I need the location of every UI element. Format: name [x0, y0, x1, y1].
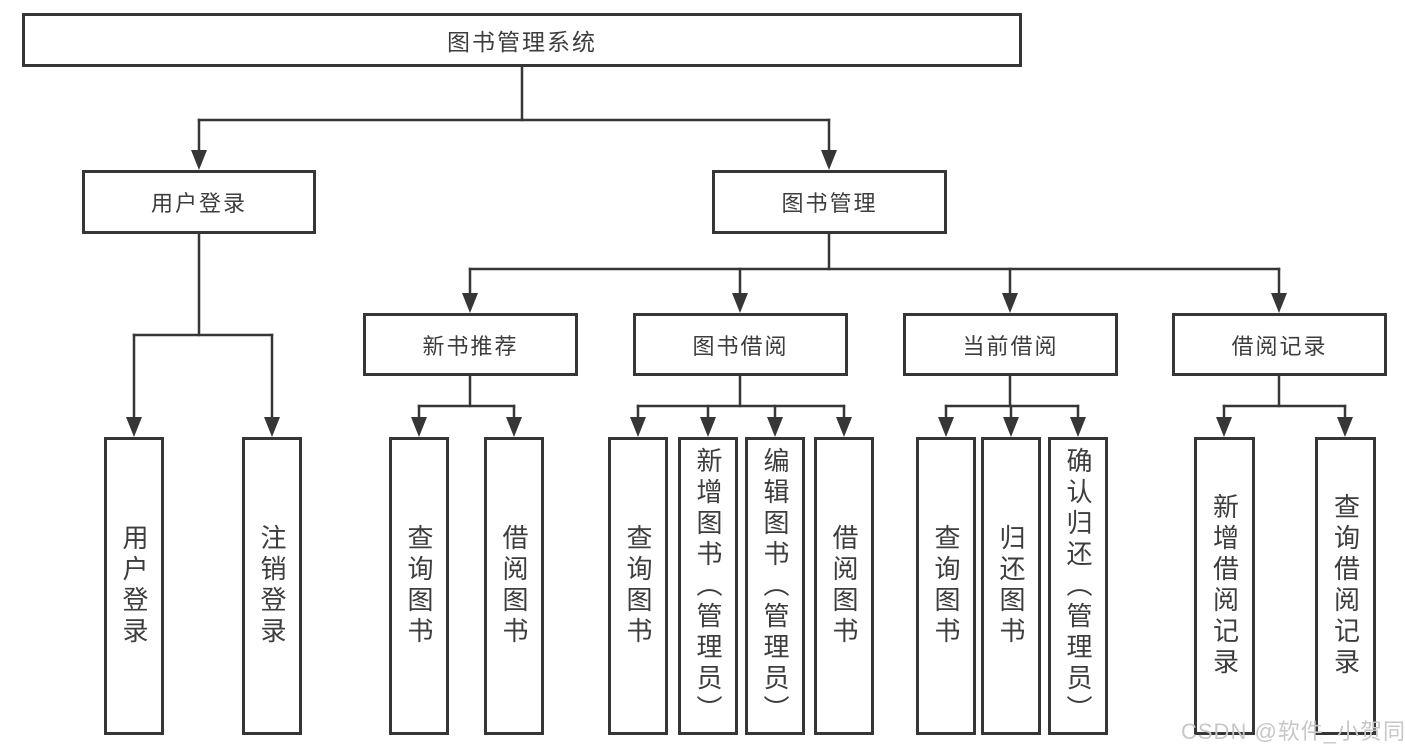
node-book-borrowing: 图书借阅 [633, 313, 848, 376]
leaf-borrow-books-recommend: 借阅图书 [484, 437, 544, 735]
node-user-login: 用户登录 [82, 170, 316, 234]
node-current-borrowing: 当前借阅 [903, 313, 1118, 376]
leaf-query-books-borrowing: 查询图书 [608, 437, 668, 735]
node-library-management-system: 图书管理系统 [22, 13, 1022, 67]
node-borrowing-records: 借阅记录 [1172, 313, 1387, 376]
leaf-confirm-return-admin: 确认归还（管理员） [1048, 437, 1108, 735]
leaf-query-books-current: 查询图书 [916, 437, 976, 735]
leaf-query-borrow-record: 查询借阅记录 [1315, 437, 1376, 735]
watermark: CSDN @软件_小贺同学 [1181, 719, 1405, 744]
node-book-management: 图书管理 [712, 170, 947, 234]
leaf-return-books: 归还图书 [981, 437, 1041, 735]
leaf-add-borrow-record: 新增借阅记录 [1194, 437, 1255, 735]
leaf-add-book-admin: 新增图书（管理员） [678, 437, 738, 735]
node-new-book-recommendation: 新书推荐 [363, 313, 578, 376]
leaf-borrow-books-borrowing: 借阅图书 [814, 437, 874, 735]
leaf-edit-book-admin: 编辑图书（管理员） [745, 437, 805, 735]
leaf-query-books-recommend: 查询图书 [389, 437, 449, 735]
leaf-user-login: 用户登录 [104, 437, 164, 735]
leaf-logout: 注销登录 [242, 437, 302, 735]
